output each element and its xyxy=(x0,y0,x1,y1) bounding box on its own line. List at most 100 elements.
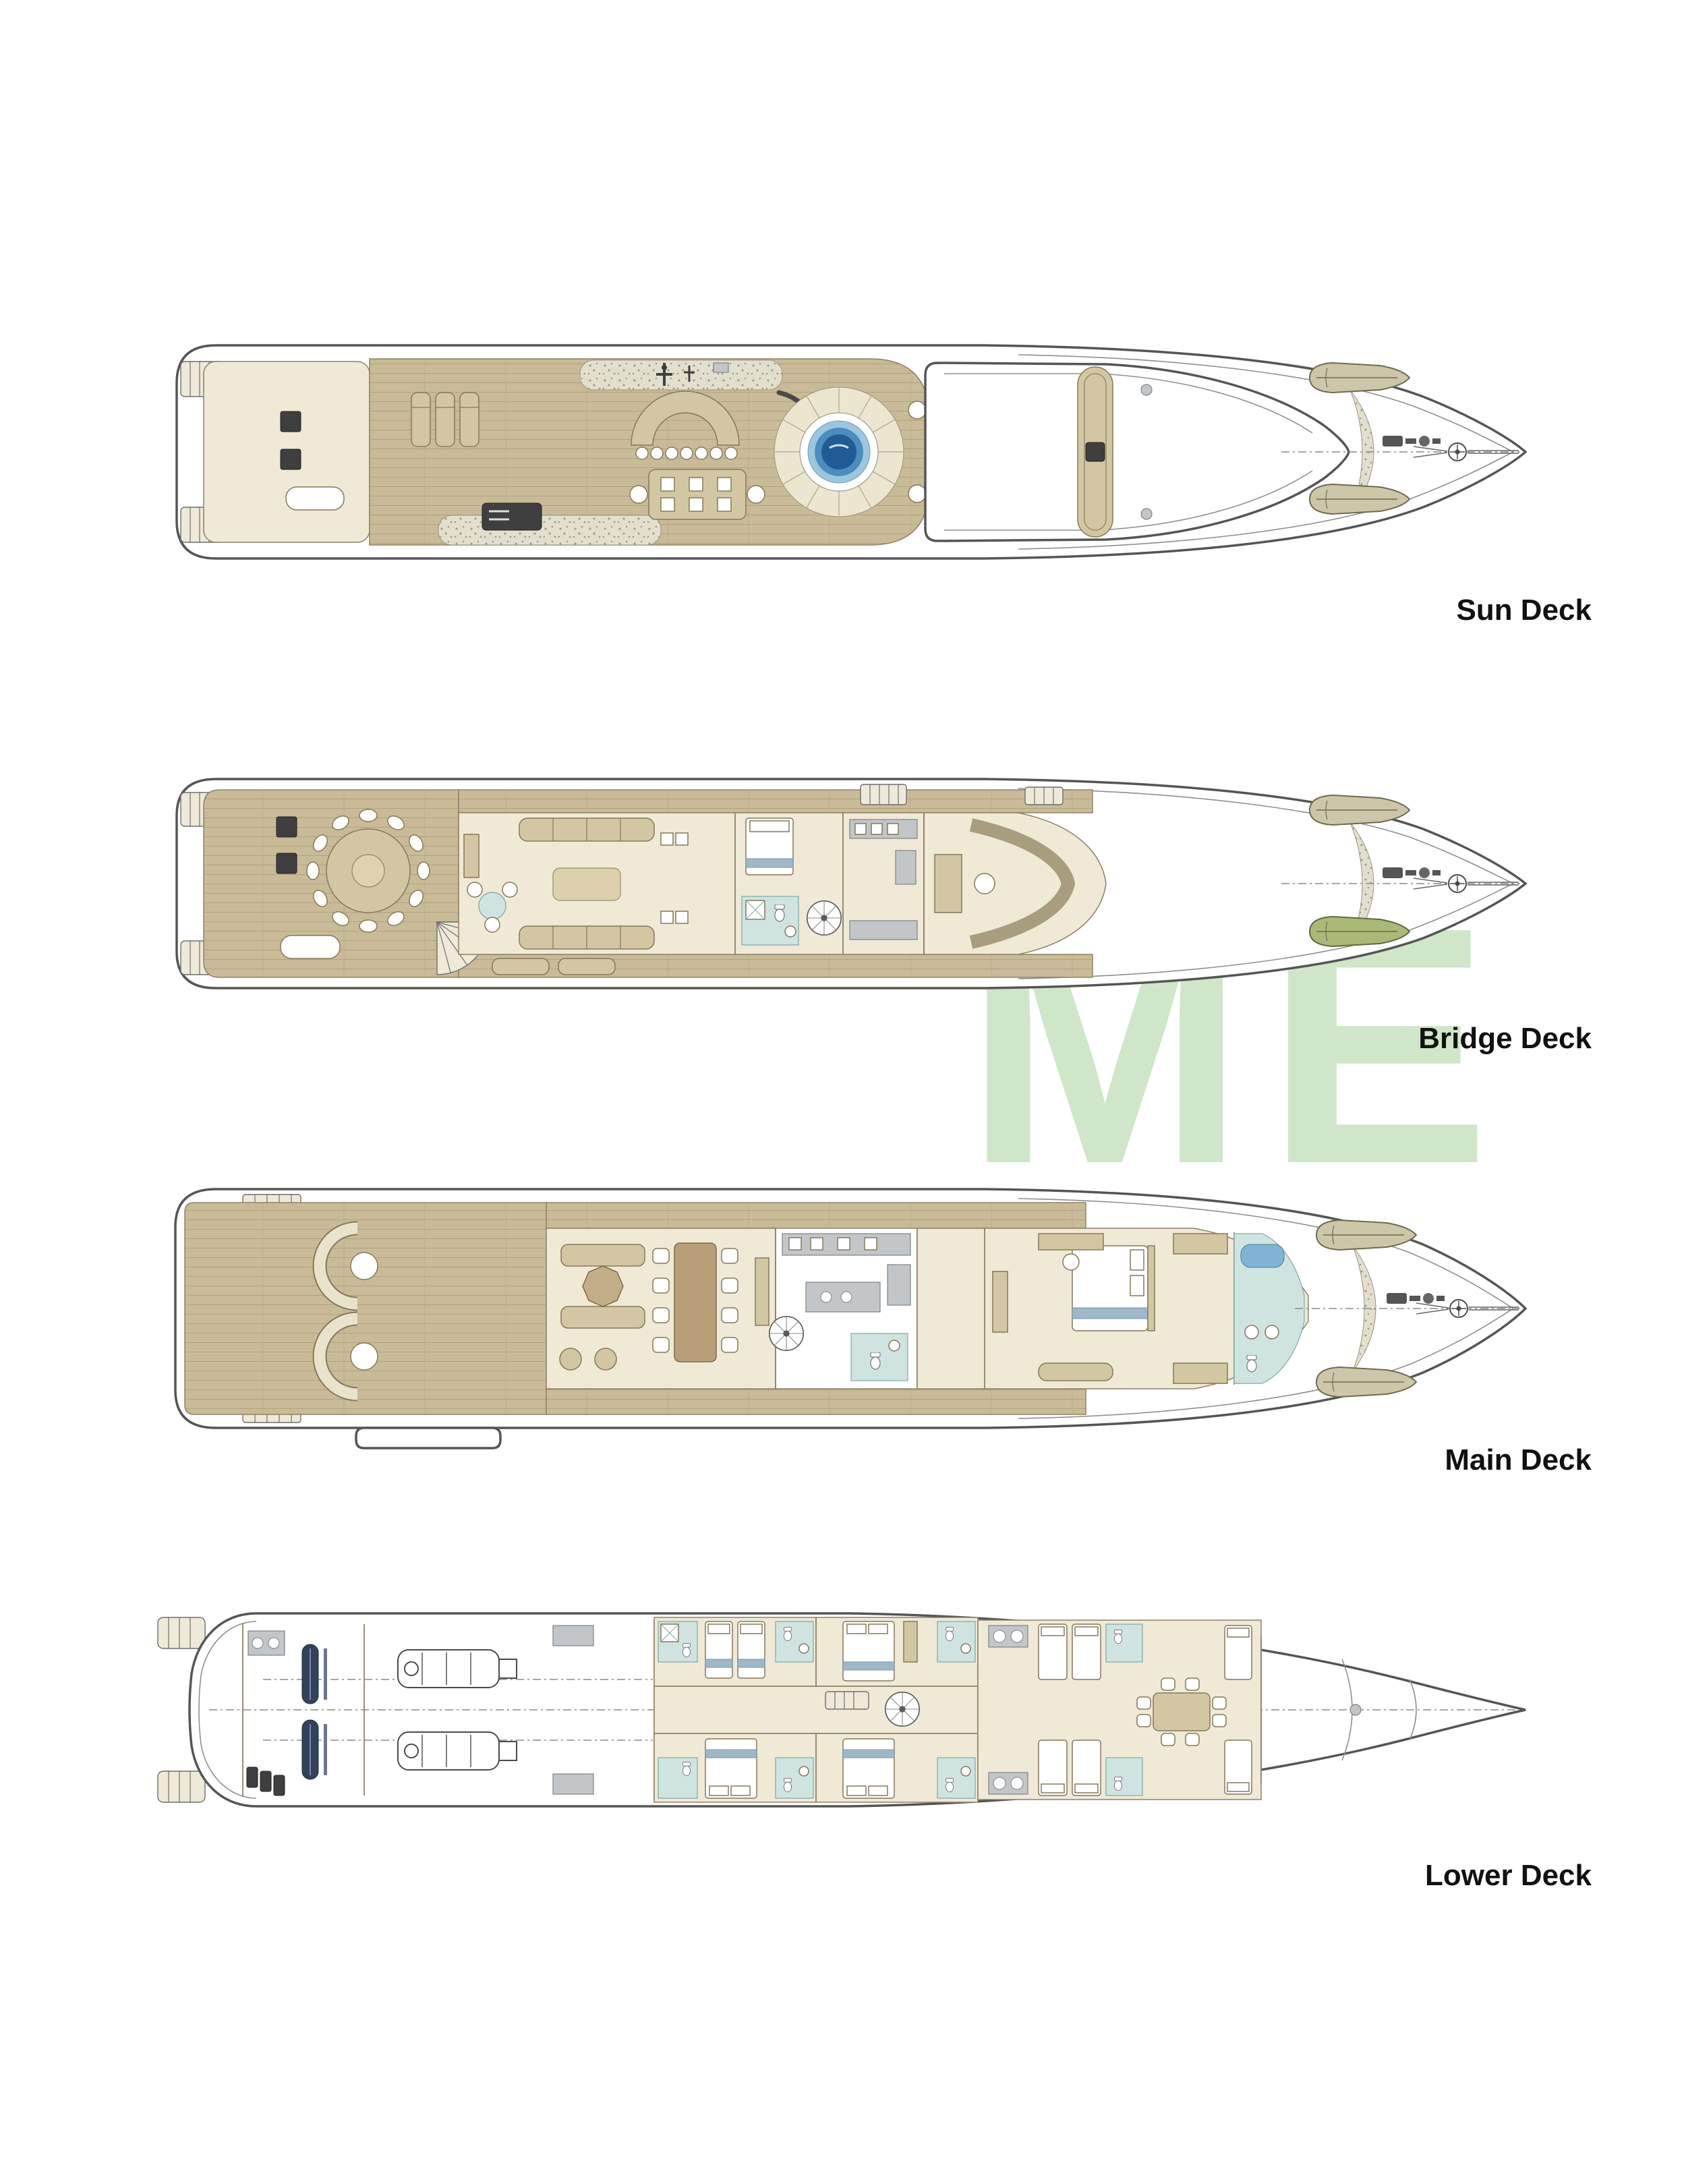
twin-cabin xyxy=(705,1621,765,1679)
sink-icon xyxy=(888,1340,900,1352)
foredeck xyxy=(1281,795,1520,947)
generator-icon xyxy=(552,1773,594,1795)
capstan-icon xyxy=(1448,442,1467,461)
guest-cabins xyxy=(653,1617,979,1803)
superstructure-roof xyxy=(924,362,1350,542)
boarding-stair xyxy=(157,1617,206,1649)
bridge-deck-label: Bridge Deck xyxy=(1418,1022,1592,1055)
foredeck xyxy=(1295,1219,1520,1398)
helm-console xyxy=(969,818,1076,949)
bridge-deck-plan xyxy=(175,778,1528,989)
radar-arch xyxy=(1077,366,1113,538)
spiral-stair-icon xyxy=(884,1691,921,1727)
sun-deck-section xyxy=(142,317,1538,590)
stone-area xyxy=(438,515,662,546)
bar-counter xyxy=(631,391,740,460)
wardrobe-icon xyxy=(1173,1233,1228,1255)
sofa-icon xyxy=(560,1306,645,1329)
sun-deck-label: Sun Deck xyxy=(1456,594,1592,627)
table-icon xyxy=(280,411,301,432)
deck-stair xyxy=(860,784,907,805)
side-deck-teak xyxy=(458,789,1093,813)
bar-stool-icon xyxy=(635,447,649,460)
headboard-icon xyxy=(1147,1245,1155,1331)
dive-tank-icon xyxy=(260,1771,272,1792)
galley xyxy=(768,1228,918,1389)
armchair-icon xyxy=(559,1348,582,1371)
crew-cabin xyxy=(1038,1623,1143,1680)
guest-bathroom xyxy=(775,1757,814,1799)
bridge-deck-section xyxy=(142,752,1538,1018)
sofa-icon xyxy=(560,1244,645,1267)
octagon-coffee-table-icon xyxy=(582,1265,624,1307)
boarding-stair xyxy=(157,1771,206,1803)
aft-platform xyxy=(203,361,370,543)
round-table-icon xyxy=(350,1252,378,1280)
main-deck-section xyxy=(142,1163,1538,1457)
skylounge xyxy=(458,812,1107,955)
helm-chair-icon xyxy=(974,873,995,894)
tv-cabinet-icon xyxy=(463,834,479,878)
engine-room xyxy=(397,1619,655,1801)
lounger-icon xyxy=(558,958,616,975)
foredeck xyxy=(1281,362,1520,515)
crew-mess xyxy=(1136,1677,1227,1746)
formal-dining-table xyxy=(652,1242,738,1362)
lounger-icon xyxy=(492,958,550,975)
armchair-icon xyxy=(594,1348,617,1371)
bench-icon xyxy=(285,486,345,511)
fridge-icon xyxy=(895,850,917,885)
chair-icon xyxy=(629,485,648,504)
side-table-icon xyxy=(908,484,927,503)
round-table-icon xyxy=(350,1342,378,1371)
game-table-icon xyxy=(478,892,506,920)
double-cabin xyxy=(705,1738,757,1799)
crew-bed xyxy=(1224,1625,1252,1680)
round-dining-table xyxy=(306,809,430,933)
bench-icon xyxy=(280,935,341,959)
capstan-icon xyxy=(1448,874,1467,893)
crew-bed xyxy=(1224,1740,1252,1795)
mast-equipment-icon xyxy=(656,362,729,386)
lower-deck-plan xyxy=(157,1612,1526,1808)
capstan-icon xyxy=(1449,1299,1468,1318)
tv-cabinet-icon xyxy=(992,1271,1008,1333)
wheelhouse xyxy=(934,818,1076,949)
sofa-icon xyxy=(1038,1362,1113,1381)
dive-tank-icon xyxy=(273,1775,285,1796)
sink-icon xyxy=(784,925,796,938)
lobby-stair xyxy=(825,1691,869,1710)
vent-icon xyxy=(1140,508,1153,520)
main-salon xyxy=(546,1228,776,1389)
guest-bathroom xyxy=(937,1757,976,1799)
double-cabin xyxy=(842,1738,895,1799)
vanity-desk-icon xyxy=(1038,1233,1104,1251)
wardrobe-icon xyxy=(903,1621,918,1663)
engine-icon xyxy=(397,1649,517,1688)
anchor-chain xyxy=(1413,446,1519,458)
aft-deck-seating xyxy=(312,1221,378,1402)
wardrobe-icon xyxy=(1173,1362,1228,1384)
table-icon xyxy=(276,853,297,874)
spiral-stair-icon xyxy=(806,900,842,936)
chair-icon xyxy=(747,485,765,504)
spiral-stair-icon xyxy=(768,1315,805,1352)
main-deck-plan xyxy=(174,1188,1528,1449)
dive-tank-icon xyxy=(246,1766,258,1788)
sideboard-icon xyxy=(755,1257,769,1326)
guest-bathroom xyxy=(937,1621,976,1663)
lower-deck-section xyxy=(142,1578,1538,1845)
master-suite xyxy=(917,1228,1309,1389)
engine-icon xyxy=(397,1731,517,1771)
lower-deck-label: Lower Deck xyxy=(1425,1859,1592,1892)
sun-deck-plan xyxy=(175,344,1528,560)
nav-table-icon xyxy=(934,854,962,913)
lazarette-garage xyxy=(242,1623,365,1797)
bathtub-icon xyxy=(1240,1244,1285,1268)
aft-deck-teak xyxy=(184,1202,547,1415)
alfresco-dining-table xyxy=(629,469,765,520)
double-cabin xyxy=(842,1621,918,1682)
foredeck-stone-band xyxy=(1349,389,1374,515)
guest-bathroom xyxy=(775,1621,814,1663)
